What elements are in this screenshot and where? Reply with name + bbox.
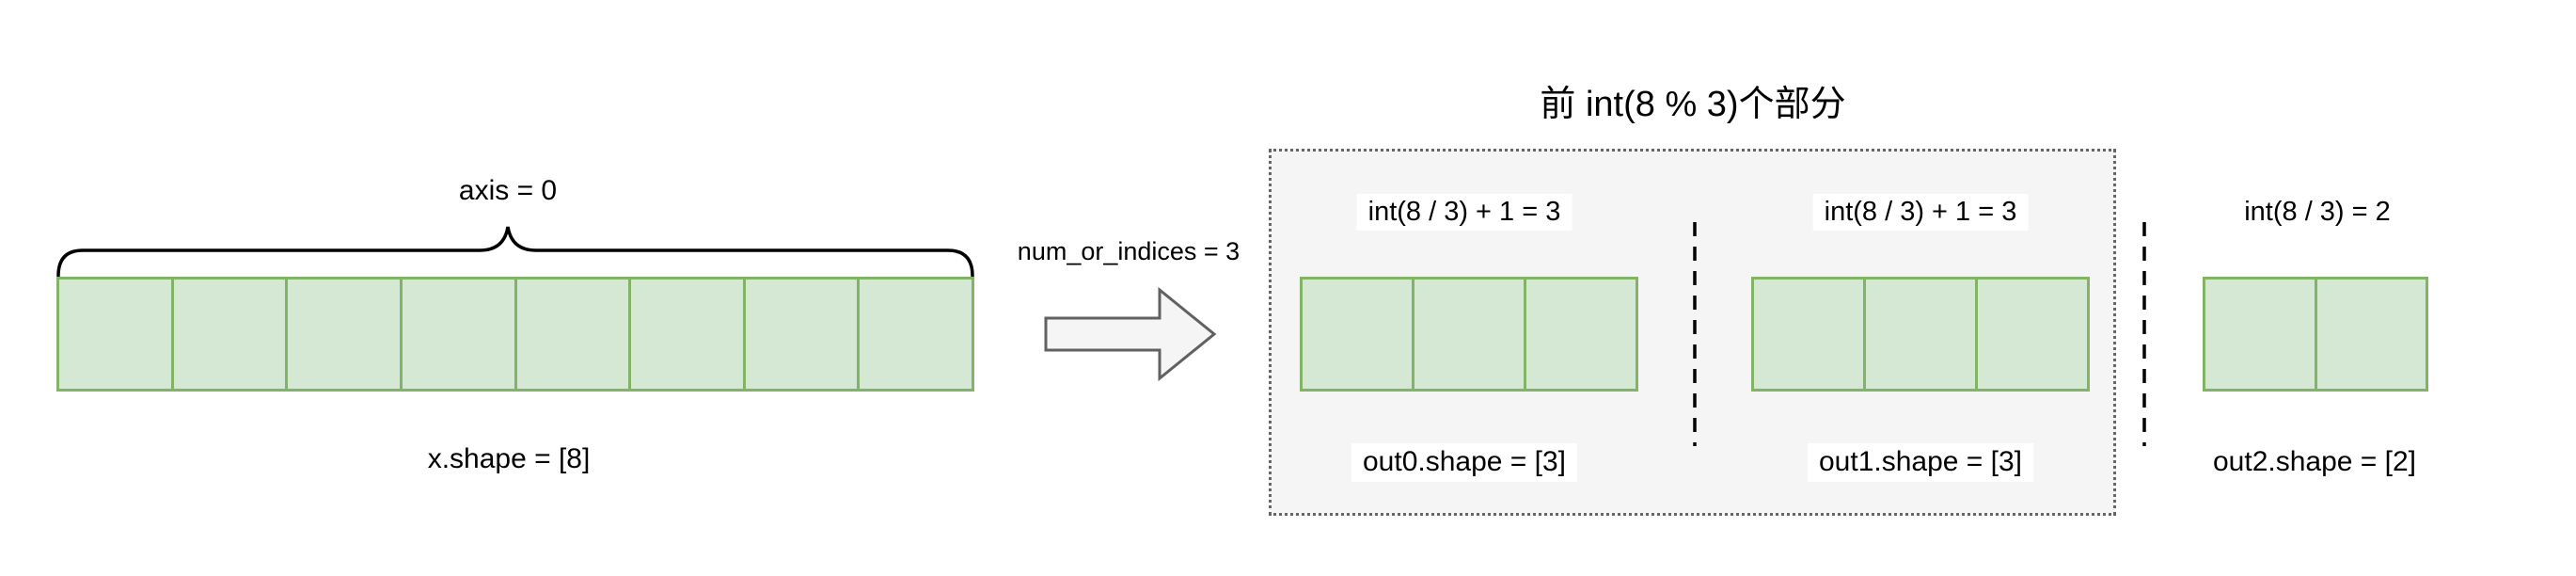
array-cell bbox=[1978, 280, 2087, 389]
out2-formula-label: int(8 / 3) = 2 bbox=[2233, 194, 2402, 232]
array-cell bbox=[59, 280, 174, 389]
top-brace bbox=[56, 226, 974, 278]
array-cell bbox=[1526, 280, 1636, 389]
array-cell bbox=[2205, 280, 2317, 389]
array-cell bbox=[2317, 280, 2426, 389]
num-or-indices-label: num_or_indices = 3 bbox=[1017, 237, 1241, 265]
input-array bbox=[56, 277, 974, 392]
array-cell bbox=[403, 280, 517, 389]
array-cell bbox=[517, 280, 632, 389]
right-arrow-icon bbox=[1044, 286, 1217, 382]
axis-label: axis = 0 bbox=[458, 175, 558, 206]
out1-array bbox=[1751, 277, 2090, 392]
array-cell bbox=[1866, 280, 1978, 389]
out1-shape-label: out1.shape = [3] bbox=[1807, 443, 2034, 482]
array-cell bbox=[174, 280, 289, 389]
out0-array bbox=[1300, 277, 1638, 392]
array-cell bbox=[631, 280, 746, 389]
array-cell bbox=[1414, 280, 1526, 389]
array-cell bbox=[860, 280, 972, 389]
out1-formula-label: int(8 / 3) + 1 = 3 bbox=[1812, 194, 2029, 232]
array-cell bbox=[746, 280, 861, 389]
out0-formula-label: int(8 / 3) + 1 = 3 bbox=[1356, 194, 1572, 232]
array-cell bbox=[1754, 280, 1866, 389]
array-cell bbox=[1303, 280, 1414, 389]
group-box-title: 前 int(8 % 3)个部分 bbox=[1540, 85, 1846, 124]
out0-shape-label: out0.shape = [3] bbox=[1351, 443, 1578, 482]
out2-array bbox=[2203, 277, 2428, 392]
array-cell bbox=[288, 280, 403, 389]
input-shape-label: x.shape = [8] bbox=[427, 443, 591, 474]
out2-shape-label: out2.shape = [2] bbox=[2201, 443, 2428, 482]
